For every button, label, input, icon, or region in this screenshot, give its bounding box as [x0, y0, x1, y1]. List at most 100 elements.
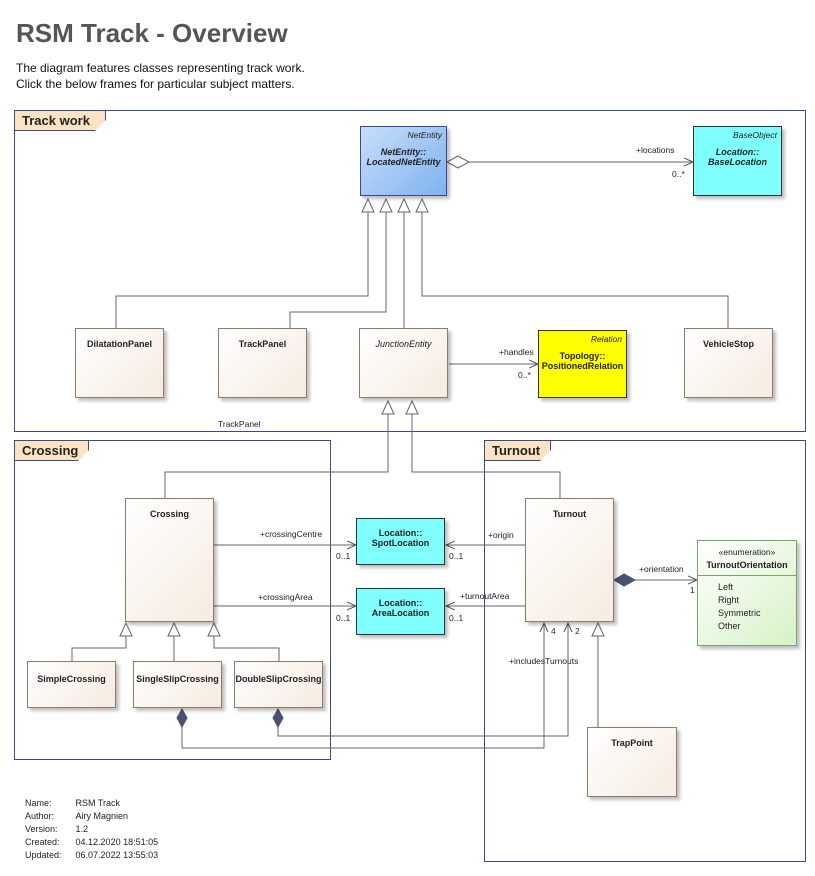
- generalization-line: [411, 414, 561, 498]
- class-vehicle-stop[interactable]: VehicleStop: [684, 328, 773, 398]
- role-label: +handles: [499, 347, 534, 357]
- description-line: Click the below frames for particular su…: [16, 77, 295, 91]
- aggregation-diamond: [445, 155, 471, 169]
- composition-diamond: [613, 573, 637, 587]
- role-label: +includesTurnouts: [509, 656, 578, 666]
- enum-literals: Left Right Symmetric Other: [718, 581, 761, 633]
- class-name-line: Location::: [378, 598, 423, 608]
- generalization-arrowhead: [207, 621, 221, 637]
- stereotype-label: BaseObject: [733, 130, 777, 140]
- metadata-key: Version:: [25, 824, 58, 834]
- enum-literal: Symmetric: [718, 608, 761, 618]
- class-name: TrapPoint: [611, 738, 653, 748]
- class-spot-location[interactable]: Location:: SpotLocation: [356, 518, 445, 565]
- role-label: +locations: [636, 145, 675, 155]
- class-name-line: SpotLocation: [371, 538, 430, 548]
- class-name-line: AreaLocation: [371, 608, 430, 618]
- multiplicity-label: 0..1: [336, 551, 350, 561]
- class-name: Location:: BaseLocation: [694, 147, 781, 167]
- frame-track-work[interactable]: Track work: [14, 110, 806, 432]
- generalization-arrowhead: [361, 197, 375, 213]
- class-name: TrackPanel: [238, 339, 287, 349]
- class-base-location[interactable]: BaseObject Location:: BaseLocation: [693, 126, 782, 196]
- composition-diamond: [176, 707, 188, 729]
- stereotype-label: NetEntity: [407, 130, 443, 140]
- note-label: TrackPanel: [218, 419, 261, 429]
- class-positioned-relation[interactable]: Relation Topology:: PositionedRelation: [538, 330, 627, 398]
- composition-line: [181, 623, 544, 749]
- generalization-arrowhead: [591, 621, 605, 637]
- multiplicity-label: 0..1: [449, 613, 463, 623]
- page-title: RSM Track - Overview: [16, 18, 288, 48]
- compartment-divider: [698, 575, 796, 576]
- metadata-row: Version: 1.2: [25, 823, 172, 836]
- metadata-value: Airy Magnien: [75, 811, 129, 821]
- class-junction-entity[interactable]: JunctionEntity: [359, 328, 448, 398]
- class-located-net-entity[interactable]: NetEntity NetEntity:: LocatedNetEntity: [360, 126, 447, 196]
- generalization-arrowhead: [167, 621, 181, 637]
- generalization-arrowhead: [119, 621, 133, 637]
- class-name-line: Topology::: [559, 351, 606, 361]
- class-trap-point[interactable]: TrapPoint: [587, 727, 677, 797]
- generalization-line: [164, 414, 389, 498]
- multiplicity-label: 0..*: [518, 370, 531, 380]
- class-name-line: Location::: [715, 147, 760, 157]
- stereotype-label: «enumeration»: [718, 547, 776, 557]
- class-name: Location:: AreaLocation: [357, 598, 444, 618]
- metadata-row: Updated:06.07.2022 13:55:03: [25, 849, 172, 862]
- class-turnout[interactable]: Turnout: [525, 498, 614, 622]
- frame-crossing[interactable]: Crossing: [14, 440, 331, 760]
- class-double-slip-crossing[interactable]: DoubleSlipCrossing: [234, 661, 323, 708]
- class-name: Crossing: [149, 509, 189, 519]
- class-name: TurnoutOrientation: [706, 560, 788, 570]
- diagram-metadata: Name:RSM Track Author: Airy Magnien Versi…: [25, 797, 172, 862]
- generalization-arrowhead: [381, 399, 395, 415]
- metadata-key: Author:: [25, 811, 55, 821]
- class-name: DoubleSlipCrossing: [235, 674, 322, 684]
- class-single-slip-crossing[interactable]: SingleSlipCrossing: [133, 661, 222, 708]
- class-track-panel[interactable]: TrackPanel: [218, 328, 307, 398]
- class-crossing[interactable]: Crossing: [125, 498, 214, 622]
- generalization-line: [421, 212, 729, 328]
- class-dilatation-panel[interactable]: DilatationPanel: [75, 328, 164, 398]
- generalization-arrowhead: [405, 399, 419, 415]
- metadata-value: 06.07.2022 13:55:03: [75, 850, 159, 860]
- class-name: VehicleStop: [702, 339, 755, 349]
- metadata-key: Name:: [25, 798, 52, 808]
- class-name: Location:: SpotLocation: [357, 528, 444, 548]
- role-label: +turnoutArea: [460, 591, 510, 601]
- class-name: SimpleCrossing: [37, 674, 106, 684]
- metadata-row: Created:04.12.2020 18:51:05: [25, 836, 172, 849]
- class-name: DilatationPanel: [86, 339, 152, 349]
- description-line: The diagram features classes representin…: [16, 61, 305, 75]
- class-simple-crossing[interactable]: SimpleCrossing: [27, 661, 116, 708]
- generalization-line: [289, 212, 387, 328]
- multiplicity-label: 4: [551, 626, 556, 636]
- class-name-line: BaseLocation: [707, 157, 767, 167]
- metadata-row: Name:RSM Track: [25, 797, 172, 810]
- role-label: +orientation: [639, 564, 684, 574]
- generalization-arrowhead: [415, 197, 429, 213]
- class-name: Topology:: PositionedRelation: [539, 351, 626, 371]
- metadata-value: 04.12.2020 18:51:05: [75, 837, 159, 847]
- class-name: JunctionEntity: [375, 339, 432, 349]
- class-name: NetEntity:: LocatedNetEntity: [361, 147, 446, 167]
- metadata-value: 1.2: [75, 824, 89, 834]
- class-name-line: LocatedNetEntity: [366, 157, 441, 167]
- multiplicity-label: 0..1: [336, 613, 350, 623]
- class-name-line: Location::: [378, 528, 423, 538]
- metadata-row: Author: Airy Magnien: [25, 810, 172, 823]
- frame-crossing-tab[interactable]: Crossing: [15, 441, 89, 461]
- enum-literal: Other: [718, 621, 741, 631]
- composition-line: [277, 623, 568, 737]
- multiplicity-label: 0..*: [672, 169, 685, 179]
- frame-turnout[interactable]: Turnout: [484, 440, 806, 862]
- class-area-location[interactable]: Location:: AreaLocation: [356, 588, 445, 635]
- frame-track-work-tab[interactable]: Track work: [15, 111, 106, 131]
- composition-diamond: [272, 707, 284, 729]
- enum-turnout-orientation[interactable]: «enumeration» TurnoutOrientation Left Ri…: [697, 540, 797, 646]
- generalization-line: [71, 636, 127, 661]
- generalization-arrowhead: [379, 197, 393, 213]
- role-label: +crossingArea: [258, 592, 313, 602]
